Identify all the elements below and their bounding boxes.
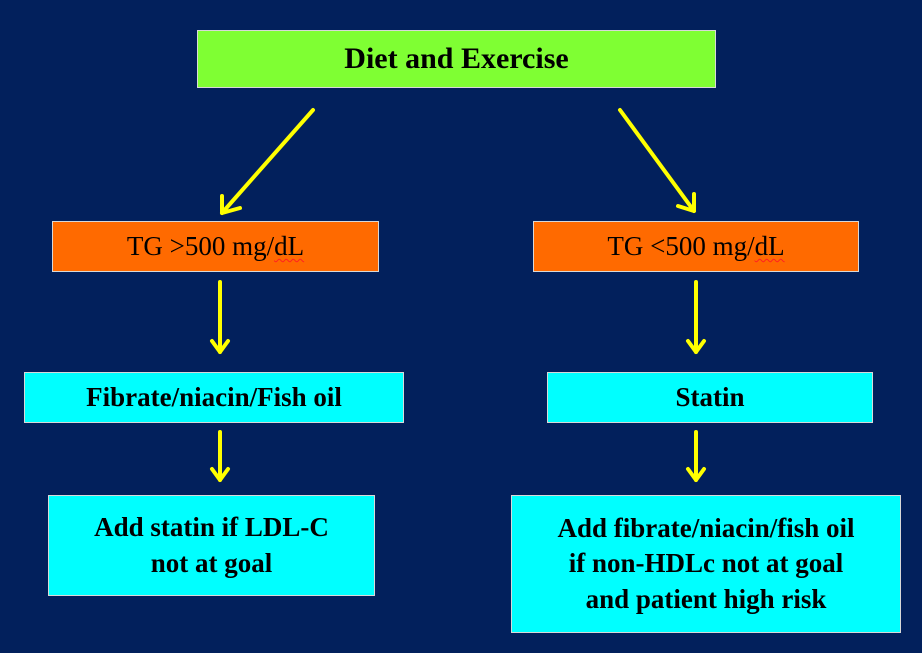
left-followup-line-1: Add statin if LDL-C — [94, 511, 329, 542]
right-followup-box: Add fibrate/niacin/fish oil if non-HDLc … — [511, 495, 901, 633]
left-followup-box: Add statin if LDL-C not at goal — [48, 495, 375, 596]
right-condition-text: TG <500 mg/ — [607, 231, 755, 261]
right-condition-label: TG <500 mg/dL — [607, 231, 784, 262]
right-condition-unit: dL — [754, 231, 785, 261]
arrowhead-right-condition-to-treatment — [686, 339, 706, 354]
right-condition-box: TG <500 mg/dL — [533, 221, 859, 272]
arrowhead-root-to-right — [676, 192, 696, 213]
right-followup-line-3: and patient high risk — [585, 583, 827, 614]
left-treatment-label: Fibrate/niacin/Fish oil — [86, 381, 342, 412]
arrowhead-left-treatment-to-followup — [210, 467, 230, 482]
left-condition-label: TG >500 mg/dL — [127, 231, 304, 262]
left-condition-text: TG >500 mg/ — [126, 231, 275, 261]
right-treatment-box: Statin — [547, 372, 873, 423]
left-followup-line-2: not at goal — [150, 547, 273, 578]
arrow-root-to-left — [220, 108, 315, 215]
arrowhead-left-condition-to-treatment — [210, 339, 230, 354]
arrowhead-right-treatment-to-followup — [686, 467, 706, 482]
root-node-label: Diet and Exercise — [344, 42, 569, 75]
left-condition-box: TG >500 mg/dL — [52, 221, 379, 272]
right-followup-line-1: Add fibrate/niacin/fish oil — [557, 512, 855, 543]
right-followup-line-2: if non-HDLc not at goal — [568, 548, 844, 579]
arrowhead-root-to-left — [220, 194, 242, 215]
right-treatment-label: Statin — [675, 381, 745, 412]
left-condition-unit: dL — [274, 231, 305, 261]
arrow-root-to-right — [618, 108, 696, 213]
root-node-box: Diet and Exercise — [197, 30, 716, 88]
left-treatment-box: Fibrate/niacin/Fish oil — [24, 372, 404, 423]
